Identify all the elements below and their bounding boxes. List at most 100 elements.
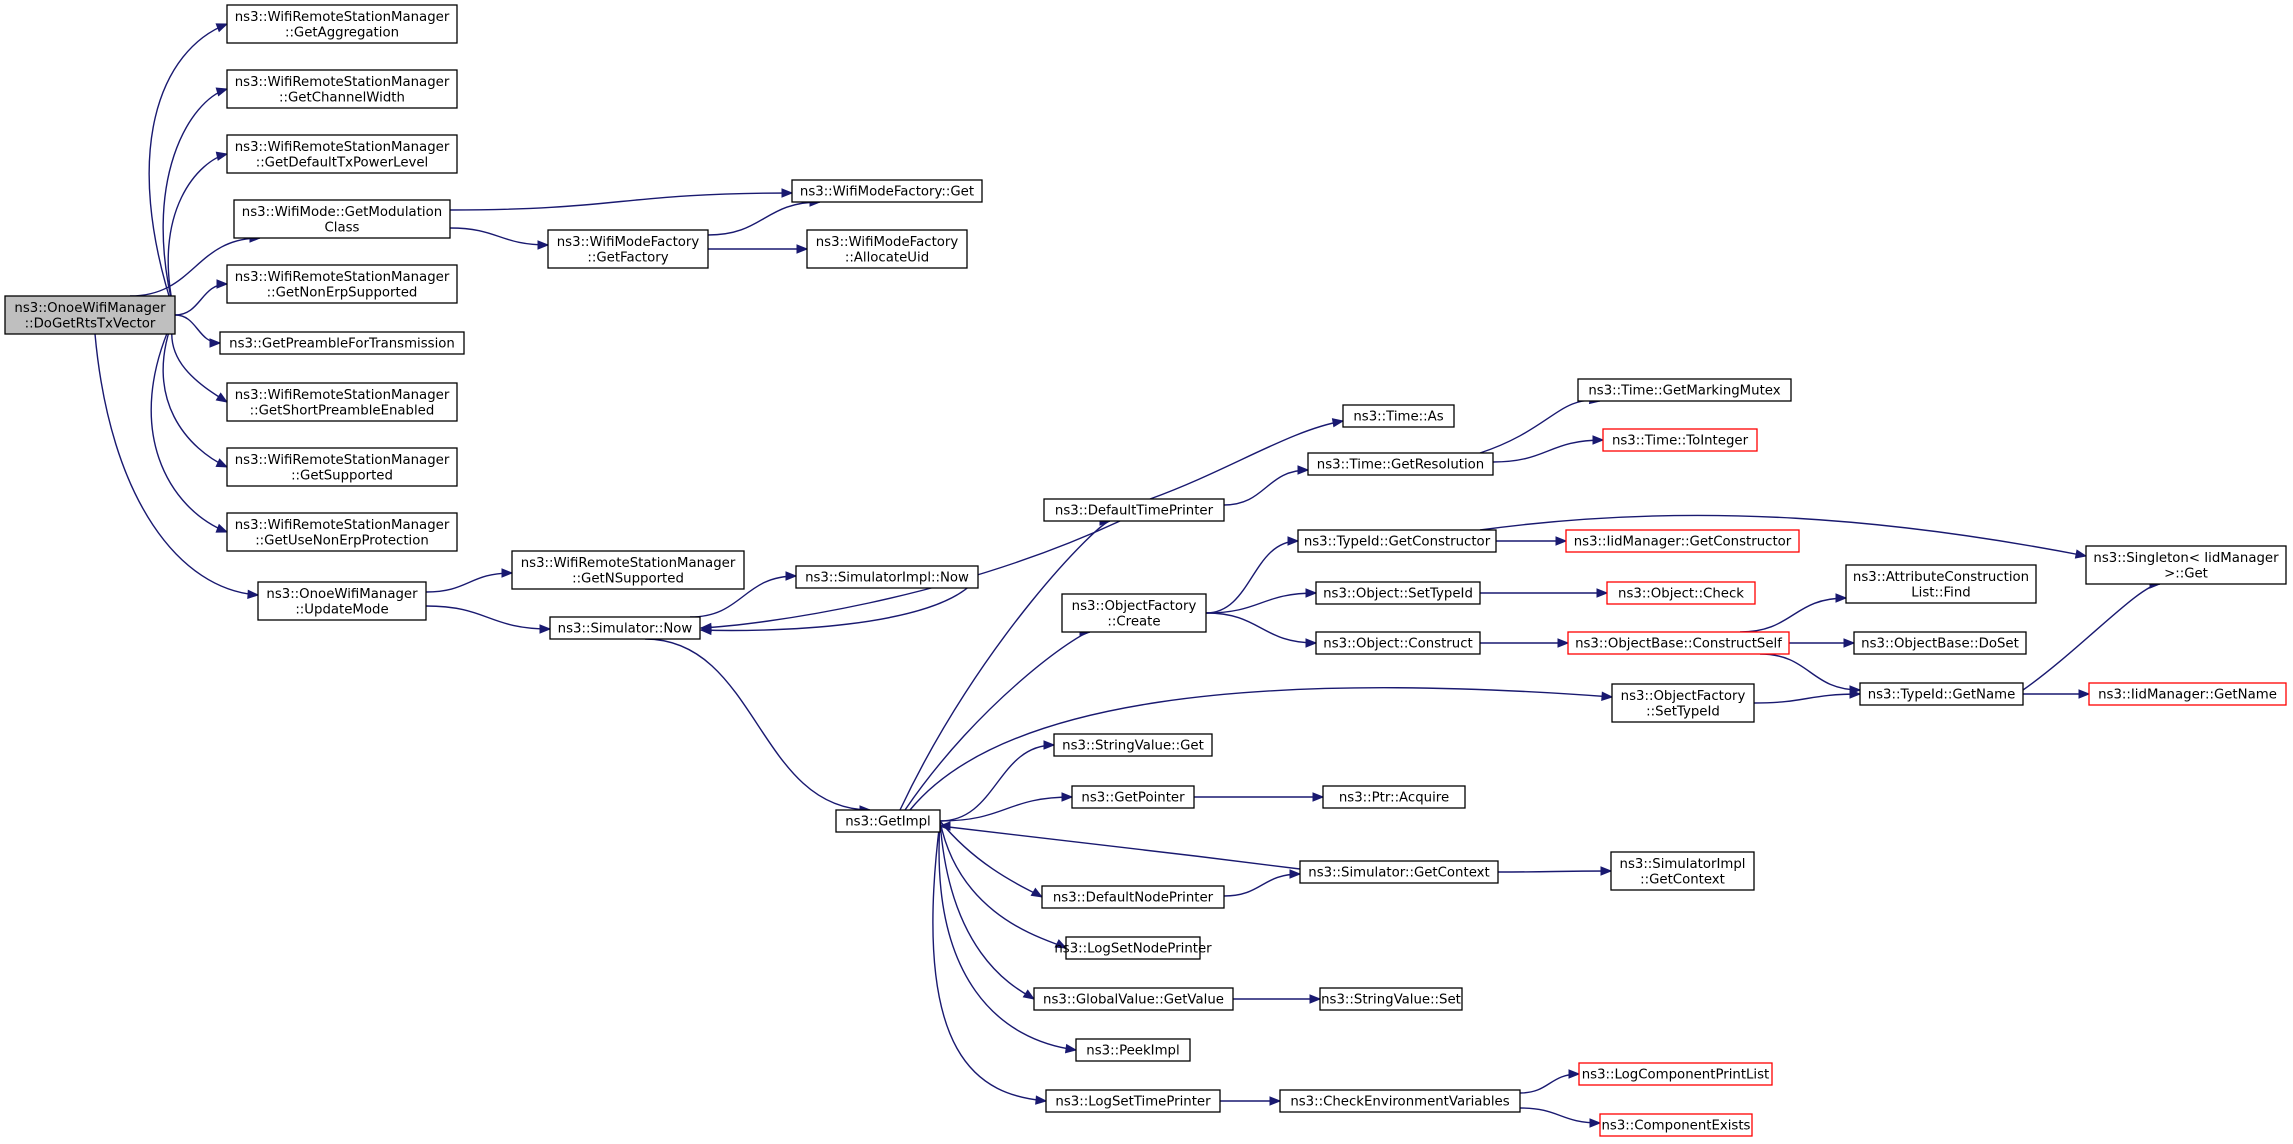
arrowhead (1305, 588, 1318, 598)
function-node-n27[interactable]: ns3::Object::SetTypeId (1315, 581, 1481, 605)
arrowhead (501, 568, 514, 578)
node-box (511, 550, 745, 590)
call-edge-n33-n26 (2022, 579, 2162, 691)
function-node-n14[interactable]: ns3::WifiRemoteStationManager::GetNSuppo… (511, 550, 745, 590)
function-node-n10[interactable]: ns3::OnoeWifiManager::UpdateMode (257, 581, 427, 621)
arrowhead (699, 622, 712, 633)
arrowhead (1568, 1069, 1581, 1079)
node-label: List::Find (1911, 585, 1970, 600)
function-node-n22[interactable]: ns3::Time::ToInteger (1602, 428, 1758, 452)
function-node-n30[interactable]: ns3::ObjectBase::ConstructSelf (1567, 631, 1790, 655)
node-label: ns3::Time::ToInteger (1612, 434, 1749, 449)
node-box (1342, 404, 1455, 428)
function-node-n8[interactable]: ns3::WifiRemoteStationManager::GetSuppor… (226, 447, 458, 487)
node-box (1279, 1089, 1521, 1113)
arrowhead (537, 240, 550, 250)
call-edge-n10-n15 (425, 605, 552, 634)
function-node-n23[interactable]: ns3::ObjectFactory::Create (1061, 593, 1207, 633)
function-node-n21[interactable]: ns3::Time::GetMarkingMutex (1577, 378, 1792, 402)
node-label: ns3::Object::Construct (1323, 637, 1472, 652)
function-node-n11[interactable]: ns3::WifiModeFactory::Get (791, 179, 983, 203)
node-label: ::UpdateMode (295, 602, 388, 617)
node-label: ::GetNSupported (572, 571, 684, 586)
function-node-n15[interactable]: ns3::Simulator::Now (549, 616, 701, 640)
function-node-n1[interactable]: ns3::WifiRemoteStationManager::GetAggreg… (226, 4, 458, 44)
node-label: ns3::GlobalValue::GetValue (1043, 993, 1224, 1008)
node-label: ns3::WifiModeFactory::Get (800, 185, 974, 200)
node-label: ns3::WifiModeFactory (816, 235, 959, 250)
function-node-n19[interactable]: ns3::Time::As (1342, 404, 1455, 428)
function-node-n20[interactable]: ns3::Time::GetResolution (1307, 452, 1494, 476)
node-box (1859, 682, 2024, 706)
function-node-n39[interactable]: ns3::Simulator::GetContext (1299, 860, 1499, 884)
function-node-n35[interactable]: ns3::ObjectFactory::SetTypeId (1611, 683, 1755, 723)
call-edge-n39-n17 (938, 821, 1301, 870)
node-label: ns3::ObjectFactory (1072, 599, 1197, 614)
function-node-n18[interactable]: ns3::DefaultTimePrinter (1043, 498, 1225, 522)
function-node-n48[interactable]: ns3::LogComponentPrintList (1578, 1062, 1773, 1086)
arrowhead (2078, 689, 2091, 699)
node-box (1599, 1113, 1753, 1137)
function-node-n6[interactable]: ns3::GetPreambleForTransmission (219, 331, 465, 355)
function-node-n41[interactable]: ns3::DefaultNodePrinter (1041, 885, 1225, 909)
function-node-n33[interactable]: ns3::TypeId::GetName (1859, 682, 2024, 706)
arrowhead (1592, 435, 1605, 445)
node-label: ns3::WifiModeFactory (557, 235, 700, 250)
call-edge-n0-n10 (94, 333, 260, 600)
arrowhead (215, 392, 229, 403)
function-node-n9[interactable]: ns3::WifiRemoteStationManager::GetUseNon… (226, 512, 458, 552)
function-node-n16[interactable]: ns3::SimulatorImpl::Now (795, 565, 979, 589)
function-node-n29[interactable]: ns3::Object::Construct (1315, 631, 1481, 655)
call-edge-n39-n40 (1497, 866, 1613, 876)
function-node-n40[interactable]: ns3::SimulatorImpl::GetContext (1610, 851, 1755, 891)
function-node-n46[interactable]: ns3::LogSetTimePrinter (1045, 1089, 1221, 1113)
function-node-n3[interactable]: ns3::WifiRemoteStationManager::GetDefaul… (226, 134, 458, 174)
function-node-n34[interactable]: ns3::IidManager::GetName (2088, 682, 2287, 706)
node-box (1045, 1089, 1221, 1113)
function-node-n12[interactable]: ns3::WifiModeFactory::GetFactory (547, 229, 709, 269)
node-label: ns3::WifiRemoteStationManager (235, 518, 450, 533)
function-node-n26[interactable]: ns3::Singleton< IidManager >::Get (2085, 545, 2287, 585)
function-node-n44[interactable]: ns3::StringValue::Set (1319, 987, 1463, 1011)
arrowhead (1843, 638, 1856, 648)
arrowhead (215, 523, 229, 533)
function-node-n38[interactable]: ns3::Ptr::Acquire (1322, 785, 1466, 809)
function-node-n47[interactable]: ns3::CheckEnvironmentVariables (1279, 1089, 1521, 1113)
function-node-n13[interactable]: ns3::WifiModeFactory::AllocateUid (806, 229, 968, 269)
function-node-n5[interactable]: ns3::WifiRemoteStationManager::GetNonErp… (226, 264, 458, 304)
call-edge-n30-n32 (1789, 638, 1856, 648)
function-node-n42[interactable]: ns3::LogSetNodePrinter (1054, 936, 1212, 960)
arrowhead (1849, 689, 1862, 699)
function-node-n45[interactable]: ns3::PeekImpl (1075, 1038, 1191, 1062)
call-edge-n4-n11 (449, 188, 794, 211)
node-label: >::Get (2164, 566, 2208, 581)
arrowhead (1596, 588, 1609, 598)
node-label: ns3::SimulatorImpl::Now (805, 571, 969, 586)
arrowhead (1054, 939, 1068, 949)
function-node-n17[interactable]: ns3::GetImpl (835, 809, 941, 833)
node-box (1611, 683, 1755, 723)
function-node-n7[interactable]: ns3::WifiRemoteStationManager::GetShortP… (226, 382, 458, 422)
function-node-n32[interactable]: ns3::ObjectBase::DoSet (1853, 631, 2027, 655)
function-node-n36[interactable]: ns3::StringValue::Get (1053, 733, 1213, 757)
function-node-n24[interactable]: ns3::TypeId::GetConstructor (1297, 529, 1497, 553)
function-node-n2[interactable]: ns3::WifiRemoteStationManager::GetChanne… (226, 69, 458, 109)
function-node-n43[interactable]: ns3::GlobalValue::GetValue (1033, 987, 1234, 1011)
node-label: ::GetShortPreambleEnabled (250, 403, 435, 418)
call-edge-n30-n31 (1739, 593, 1848, 633)
call-edge-n18-n15 (699, 520, 1121, 633)
function-node-n25[interactable]: ns3::IidManager::GetConstructor (1565, 529, 1800, 553)
function-node-n28[interactable]: ns3::Object::Check (1606, 581, 1756, 605)
function-node-n49[interactable]: ns3::ComponentExists (1599, 1113, 1753, 1137)
node-label: ns3::StringValue::Set (1321, 993, 1461, 1008)
function-node-n37[interactable]: ns3::GetPointer (1071, 785, 1195, 809)
node-label: ns3::WifiRemoteStationManager (235, 10, 450, 25)
node-box (806, 229, 968, 269)
node-box (1610, 851, 1755, 891)
call-edge-n46-n47 (1220, 1096, 1282, 1106)
node-box (2088, 682, 2287, 706)
arrowhead (215, 23, 229, 33)
